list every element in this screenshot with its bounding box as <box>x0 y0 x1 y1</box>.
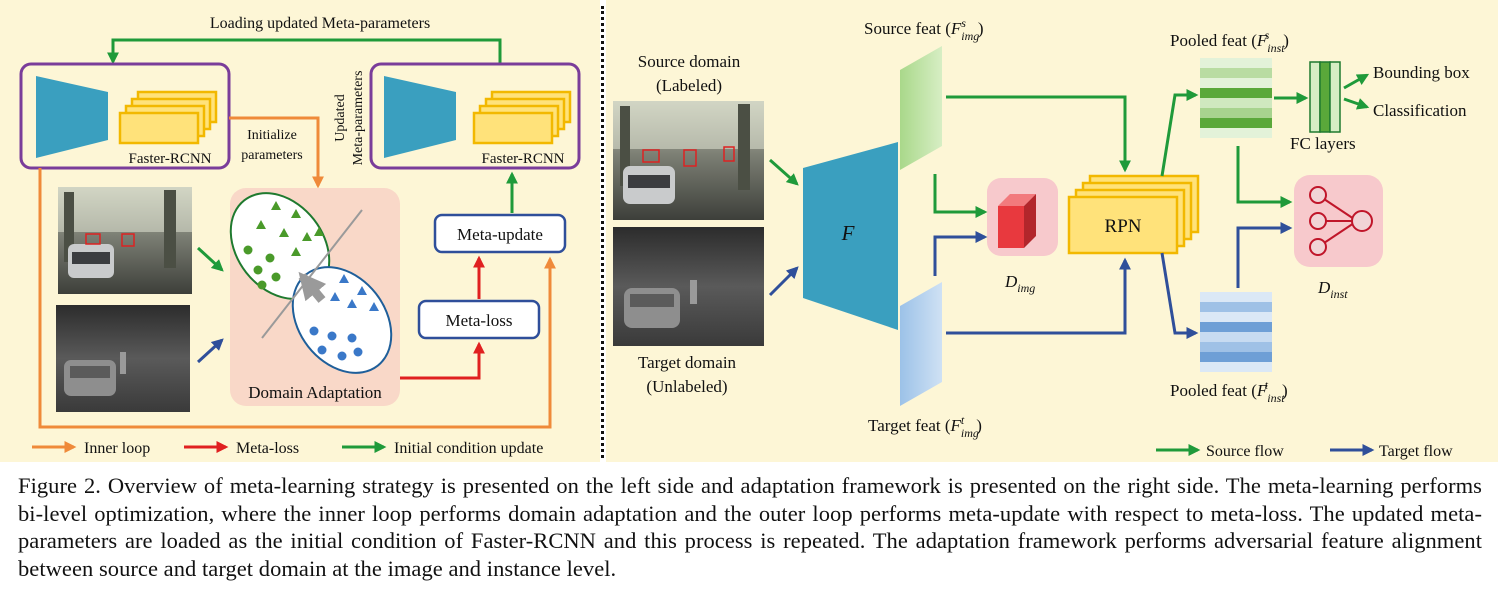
pooled-feature-target <box>1200 292 1272 372</box>
source-feature-map <box>900 46 942 170</box>
loading-meta-parameters-arrow <box>107 38 502 65</box>
panel-divider <box>601 6 604 458</box>
caption-text: Figure 2. Overview of meta-learning stra… <box>18 473 1482 581</box>
inner-loop-arrow <box>38 168 556 429</box>
target-domain-label-line2: (Unlabeled) <box>646 377 727 396</box>
backbone-network-icon <box>36 76 108 158</box>
source-feat-to-dimg-arrow <box>933 174 988 218</box>
faster-rcnn-label-left: Faster-RCNN <box>128 151 211 167</box>
source-feat-to-rpn-arrow <box>946 95 1131 173</box>
domain-adaptation-box <box>229 188 400 406</box>
target-image-left <box>56 305 190 412</box>
initialize-parameters-arrow <box>229 116 324 189</box>
fc-to-bbox-arrow <box>1343 73 1370 90</box>
legend-meta-loss-label: Meta-loss <box>236 440 299 457</box>
source-feat-label: Source feat (Fimgs) <box>864 16 984 43</box>
faster-rcnn-box-right <box>369 62 581 170</box>
meta-loss-box <box>417 299 541 340</box>
pooled-feature-source <box>1200 58 1272 138</box>
rpn-to-target-pooled-arrow <box>1160 252 1199 339</box>
source-domain-label-line1: Source domain <box>638 52 741 71</box>
target-feat-to-dimg-arrow <box>933 231 988 276</box>
target-feat-to-rpn-arrow <box>946 257 1131 335</box>
source-domain-label-line2: (Labeled) <box>656 76 722 95</box>
bounding-box-label: Bounding box <box>1373 63 1470 82</box>
initialize-label-line2: parameters <box>241 148 302 163</box>
image-discriminator <box>987 178 1058 256</box>
faster-rcnn-label-right: Faster-RCNN <box>481 151 564 167</box>
legend-left: Inner loop Meta-loss Initial condition u… <box>32 440 543 457</box>
rpn-to-source-pooled-arrow <box>1160 89 1199 177</box>
source-image-left <box>58 187 192 294</box>
meta-update-box <box>433 213 567 254</box>
meta-update-label: Meta-update <box>457 225 543 244</box>
rpn-block <box>1067 174 1200 255</box>
faster-rcnn-box-left <box>19 62 231 170</box>
classification-label: Classification <box>1373 101 1467 120</box>
diagram-svg: Loading updated Meta-parameters Faster-R… <box>19 15 1470 460</box>
pooled-feat-source-label: Pooled feat (Finsts) <box>1170 28 1289 55</box>
target-feature-map <box>900 282 942 406</box>
source-to-da-arrow <box>196 246 224 272</box>
legend-initial-condition-label: Initial condition update <box>394 440 543 457</box>
updated-label-line2: Meta-parameters <box>351 71 366 166</box>
source-image-right <box>613 101 764 220</box>
legend-target-flow-label: Target flow <box>1379 443 1453 460</box>
legend-right: Source flow Target flow <box>1156 443 1453 460</box>
d-inst-label: Dinst <box>1317 278 1348 301</box>
target-to-f-arrow <box>768 266 799 297</box>
fc-to-class-arrow <box>1343 97 1370 110</box>
source-to-f-arrow <box>769 158 799 186</box>
fc-layers-block <box>1309 61 1341 133</box>
initialize-label-line1: Initialize <box>247 128 297 143</box>
target-to-da-arrow <box>196 338 224 364</box>
legend-source-flow-label: Source flow <box>1206 443 1284 460</box>
da-to-meta-loss-arrow <box>400 341 485 380</box>
f-label: F <box>841 221 855 245</box>
figure-caption: Figure 2. Overview of meta-learning stra… <box>18 472 1482 582</box>
target-domain-label-line1: Target domain <box>638 353 737 372</box>
d-img-label: Dimg <box>1004 272 1035 295</box>
meta-loss-label: Meta-loss <box>445 311 512 330</box>
fc-layers-label: FC layers <box>1290 134 1356 153</box>
feature-extractor-f <box>803 142 898 330</box>
legend-inner-loop-label: Inner loop <box>84 440 150 457</box>
target-image-right <box>613 227 764 346</box>
instance-discriminator <box>1294 175 1383 267</box>
target-feat-label: Target feat (Fimgt) <box>868 413 982 440</box>
domain-adaptation-label: Domain Adaptation <box>248 383 382 402</box>
source-pooled-to-dinst-arrow <box>1236 146 1293 208</box>
backbone-network-icon <box>384 76 456 158</box>
target-pooled-to-dinst-arrow <box>1236 222 1293 288</box>
loading-label: Loading updated Meta-parameters <box>210 15 430 32</box>
rpn-label: RPN <box>1105 216 1142 237</box>
pooled-feat-target-label: Pooled feat (Finstt) <box>1170 378 1288 405</box>
updated-label-line1: Updated <box>333 94 348 141</box>
